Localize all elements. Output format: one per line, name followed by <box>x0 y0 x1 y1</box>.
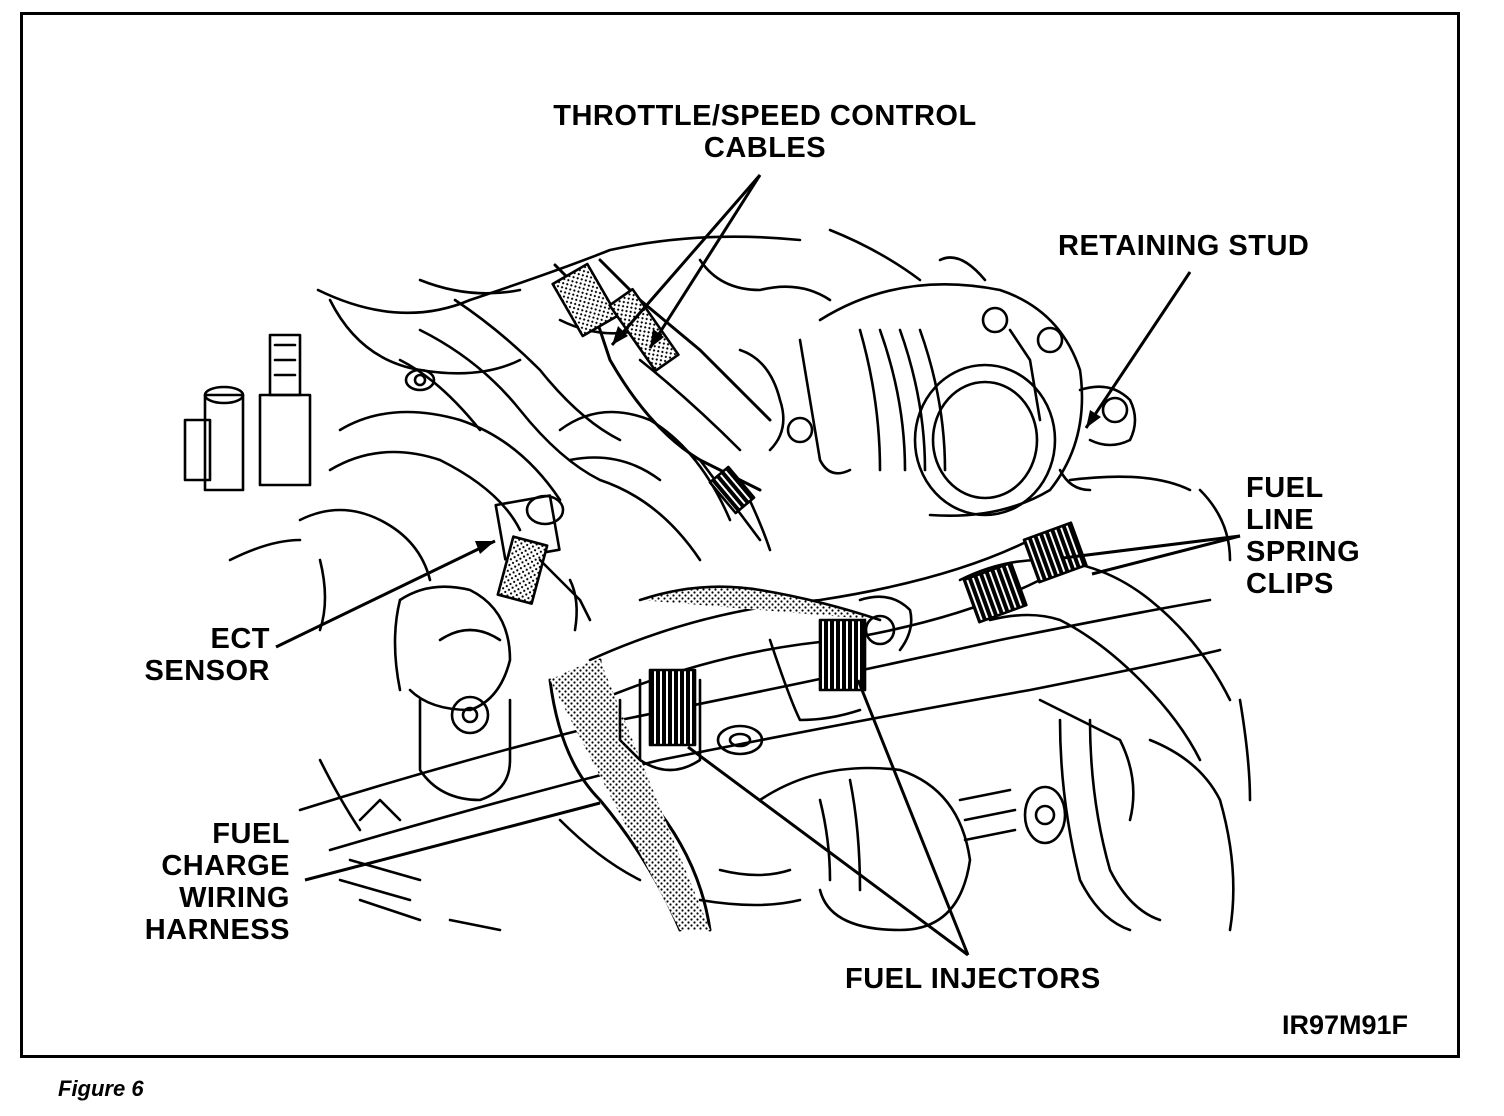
ect-sensor-assembly <box>393 494 592 802</box>
label-line: WIRING <box>179 882 290 914</box>
label-ect-sensor: ECT SENSOR <box>120 623 270 687</box>
label-line: FUEL <box>1246 472 1324 504</box>
label-fuel-line-spring-clips: FUEL LINE SPRING CLIPS <box>1246 472 1360 600</box>
label-fuel-injectors: FUEL INJECTORS <box>845 963 1101 995</box>
label-line: CLIPS <box>1246 568 1334 600</box>
fuel-line <box>958 521 1235 932</box>
leader-lines <box>275 174 1241 957</box>
figure-code: IR97M91F <box>1282 1010 1409 1040</box>
lower-engine <box>558 766 1017 932</box>
injector-assembly <box>618 595 913 772</box>
label-line: SENSOR <box>144 655 270 687</box>
label-line: THROTTLE/SPEED CONTROL <box>553 100 977 132</box>
engine-outline <box>316 228 1252 802</box>
figure-caption: Figure 6 <box>58 1076 144 1101</box>
figure-frame <box>20 12 1460 1058</box>
label-line: ECT <box>210 623 270 655</box>
throttle-body <box>798 282 1137 517</box>
sensor-block <box>183 333 436 492</box>
label-line: CABLES <box>703 132 827 164</box>
label-line: SPRING <box>1246 536 1361 568</box>
throttle-cables <box>551 258 814 552</box>
label-line: CHARGE <box>161 850 290 882</box>
label-line: HARNESS <box>144 914 290 946</box>
label-fuel-charge-wiring-harness: FUEL CHARGE WIRING HARNESS <box>110 818 290 946</box>
label-line: FUEL <box>212 818 290 850</box>
label-retaining-stud: RETAINING STUD <box>1058 230 1310 262</box>
arrowheads <box>475 326 1101 554</box>
label-line: LINE <box>1246 504 1315 536</box>
label-throttle-speed-control-cables: THROTTLE/SPEED CONTROL CABLES <box>540 100 990 164</box>
harness-hoses <box>318 658 712 932</box>
